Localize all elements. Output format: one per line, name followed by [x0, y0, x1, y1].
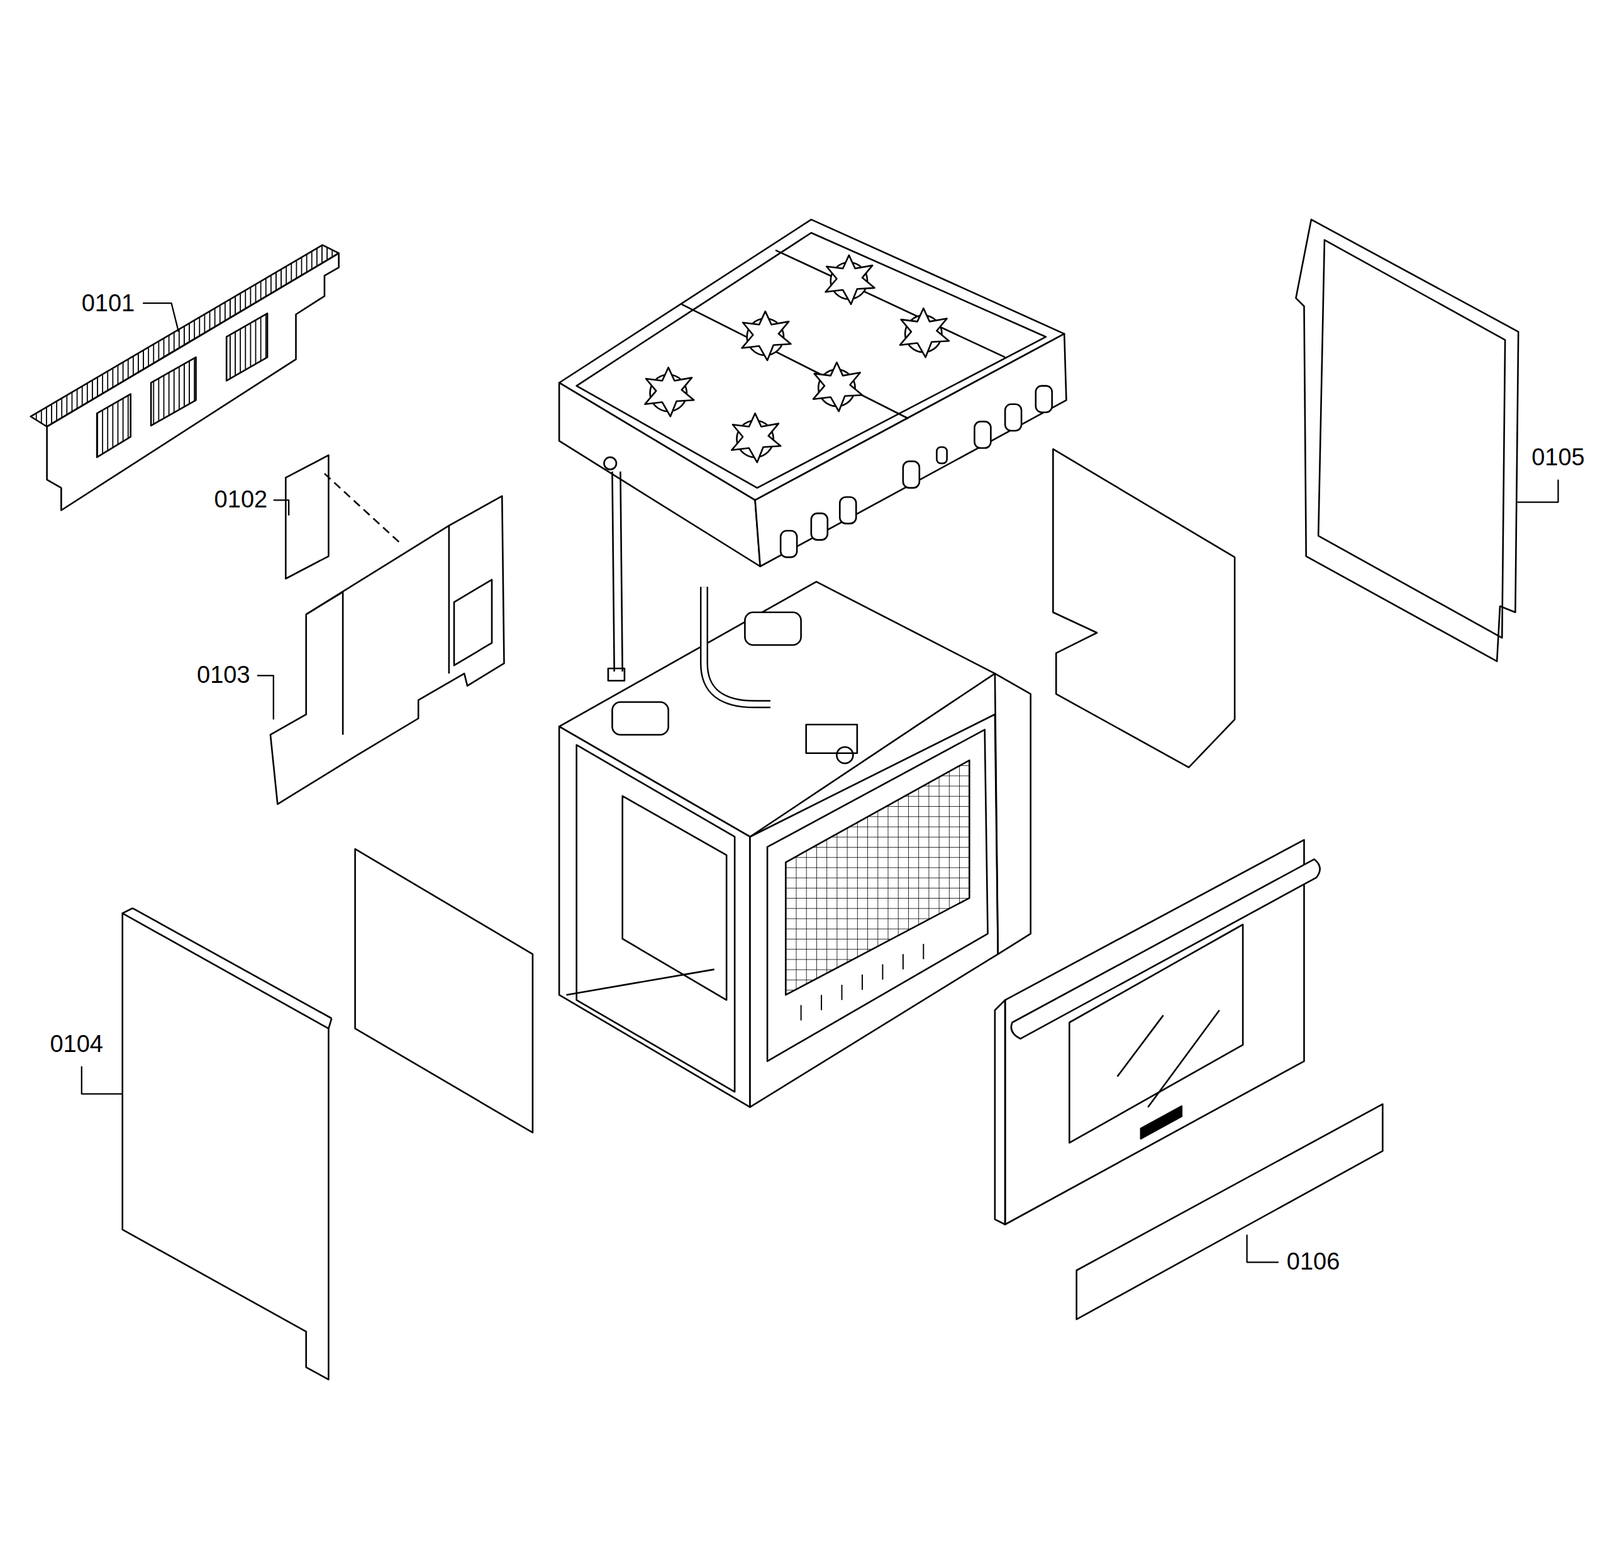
kick-panel: [1076, 1104, 1384, 1320]
rear-frame: [1296, 219, 1519, 662]
heat-shield: [270, 496, 505, 805]
callout-number: 0104: [48, 1031, 105, 1058]
cover-plate: [285, 455, 400, 579]
callout-number: 0106: [1285, 1249, 1342, 1276]
inner-side-panel: [355, 849, 533, 1133]
callout-number: 0101: [80, 291, 137, 318]
callout-number: 0103: [195, 662, 252, 689]
callout-number: 0102: [213, 486, 270, 514]
inner-side-panel: [1052, 449, 1235, 768]
callout-number: 0105: [1530, 445, 1587, 472]
side-panel: [122, 908, 333, 1380]
oven-chassis: [559, 581, 1031, 1108]
leader-line: [81, 303, 1559, 1263]
backguard: [30, 245, 339, 511]
